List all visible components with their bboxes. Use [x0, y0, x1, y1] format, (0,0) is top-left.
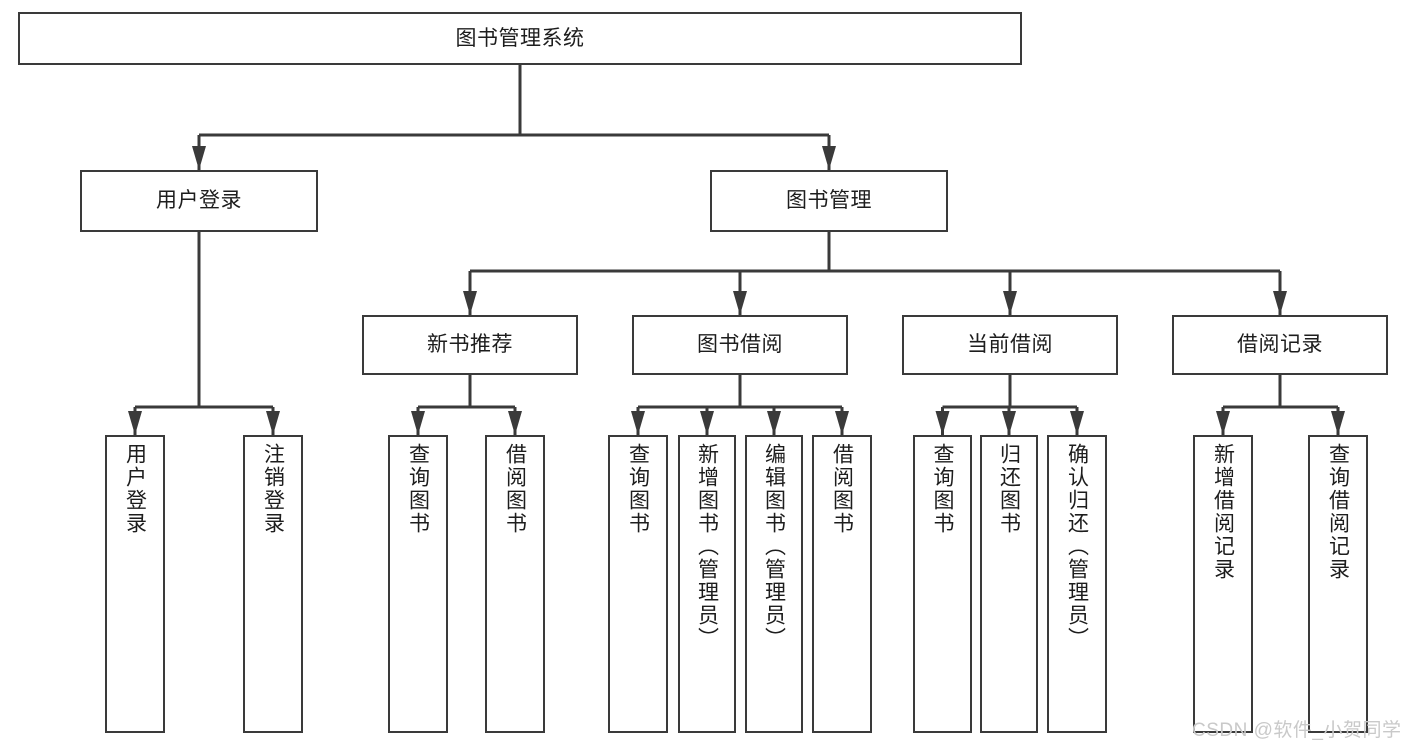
node-label: 当前借阅 [967, 333, 1053, 357]
node-label: 确认归还（管理员） [1065, 443, 1089, 650]
node-label: 用户登录 [123, 443, 147, 535]
node-label: 图书管理 [786, 189, 872, 213]
node-records[interactable]: 借阅记录 [1172, 315, 1388, 375]
node-leaf-11[interactable]: 确认归还（管理员） [1047, 435, 1107, 733]
node-leaf-8[interactable]: 借阅图书 [812, 435, 872, 733]
node-leaf-12[interactable]: 新增借阅记录 [1193, 435, 1253, 733]
node-root[interactable]: 图书管理系统 [18, 12, 1022, 65]
node-borrow[interactable]: 图书借阅 [632, 315, 848, 375]
node-leaf-7[interactable]: 编辑图书（管理员） [745, 435, 803, 733]
node-login[interactable]: 用户登录 [80, 170, 318, 232]
node-leaf-6[interactable]: 新增图书（管理员） [678, 435, 736, 733]
node-bookmgmt[interactable]: 图书管理 [710, 170, 948, 232]
node-label: 借阅图书 [830, 443, 854, 535]
node-leaf-4[interactable]: 借阅图书 [485, 435, 545, 733]
node-label: 新书推荐 [427, 333, 513, 357]
node-label: 编辑图书（管理员） [762, 443, 786, 650]
node-label: 新增借阅记录 [1211, 443, 1235, 581]
csdn-watermark: CSDN @软件_小贺同学 [1192, 720, 1402, 741]
node-label: 归还图书 [997, 443, 1021, 535]
node-leaf-13[interactable]: 查询借阅记录 [1308, 435, 1368, 733]
node-label: 查询图书 [626, 443, 650, 535]
node-label: 借阅图书 [503, 443, 527, 535]
node-current[interactable]: 当前借阅 [902, 315, 1118, 375]
node-leaf-1[interactable]: 用户登录 [105, 435, 165, 733]
node-leaf-9[interactable]: 查询图书 [913, 435, 972, 733]
node-newbook[interactable]: 新书推荐 [362, 315, 578, 375]
node-label: 查询借阅记录 [1326, 443, 1350, 581]
node-label: 图书管理系统 [455, 26, 585, 50]
node-leaf-5[interactable]: 查询图书 [608, 435, 668, 733]
node-label: 注销登录 [261, 443, 285, 535]
node-label: 图书借阅 [697, 333, 783, 357]
node-label: 用户登录 [156, 189, 242, 213]
node-leaf-3[interactable]: 查询图书 [388, 435, 448, 733]
node-label: 查询图书 [931, 443, 954, 535]
node-leaf-2[interactable]: 注销登录 [243, 435, 303, 733]
node-label: 新增图书（管理员） [695, 443, 719, 650]
node-leaf-10[interactable]: 归还图书 [980, 435, 1038, 733]
node-label: 借阅记录 [1237, 333, 1323, 357]
node-label: 查询图书 [406, 443, 430, 535]
